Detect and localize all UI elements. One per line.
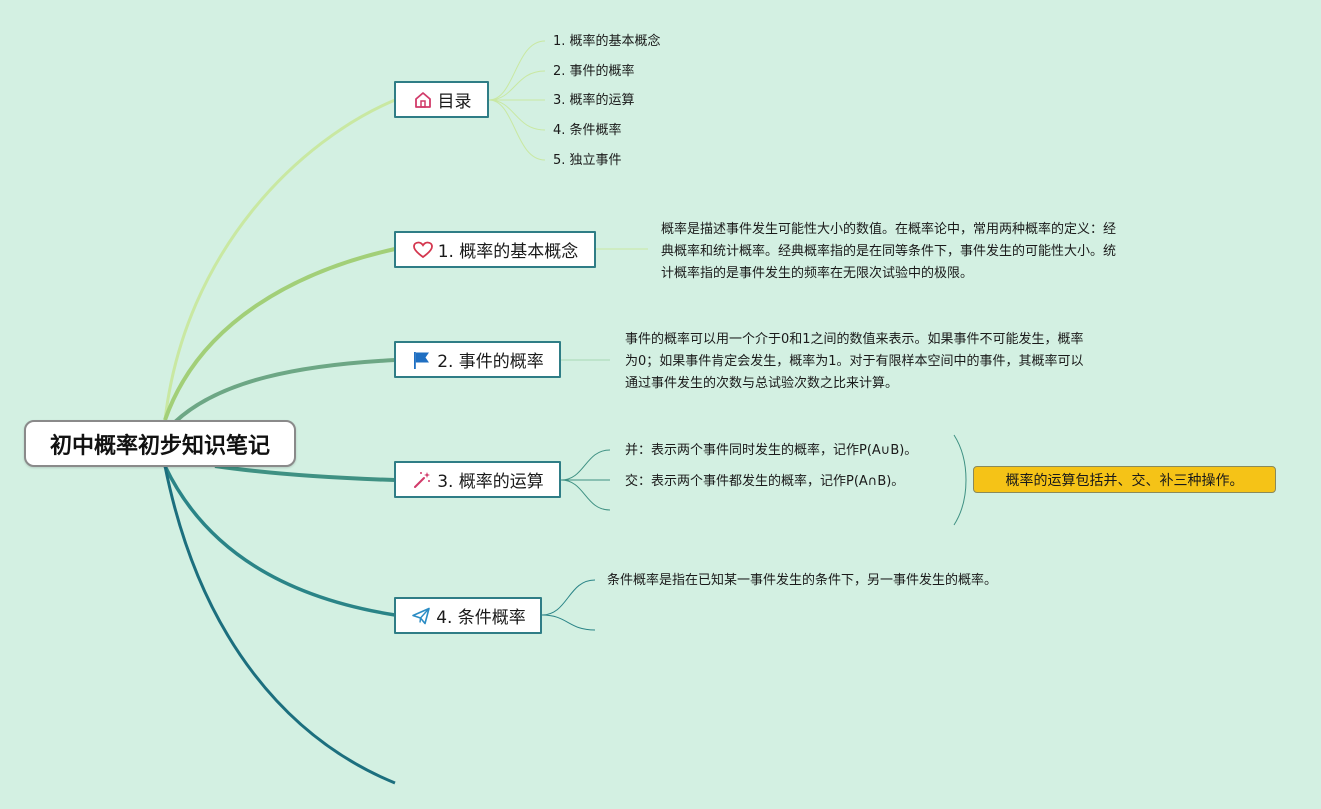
branch-line-topic2 [173, 358, 396, 424]
paper-plane-icon [410, 606, 432, 626]
toc-link-4 [488, 99, 546, 131]
toc-item-1[interactable]: 1. 概率的基本概念 [553, 34, 661, 49]
heart-icon [412, 240, 434, 260]
toc-item-4[interactable]: 4. 条件概率 [553, 123, 622, 138]
toc-link-2 [488, 70, 546, 101]
branch-line-empty [163, 465, 396, 785]
topic4-link-definition [541, 579, 596, 616]
topic3-label: 3. 概率的运算 [437, 472, 544, 492]
topic2-label: 2. 事件的概率 [437, 352, 544, 372]
root-title: 初中概率初步知识笔记 [49, 433, 270, 459]
toc-label: 目录 [437, 92, 472, 112]
topic3-intersection[interactable]: 交：表示两个事件都发生的概率，记作P(A∩B)。 [625, 474, 905, 489]
toc-node[interactable]: 目录 [394, 81, 489, 118]
flag-icon [411, 350, 433, 370]
topic3-union[interactable]: 并：表示两个事件同时发生的概率，记作P(A∪B)。 [625, 443, 918, 458]
topic3-summary[interactable]: 概率的运算包括并、交、补三种操作。 [973, 466, 1276, 493]
topic1-node[interactable]: 1. 概率的基本概念 [394, 231, 596, 268]
topic1-label: 1. 概率的基本概念 [437, 242, 579, 262]
toc-item-3[interactable]: 3. 概率的运算 [553, 93, 635, 108]
topic2-description: 事件的概率可以用一个介于0和1之间的数值来表示。如果事件不可能发生，概率 为0；… [625, 329, 1084, 395]
toc-item-2[interactable]: 2. 事件的概率 [553, 64, 635, 79]
home-icon [412, 90, 434, 110]
magic-wand-icon [411, 470, 433, 490]
topic3-link-union [560, 449, 611, 481]
topic2-line-1: 事件的概率可以用一个介于0和1之间的数值来表示。如果事件不可能发生，概率 [625, 332, 1084, 347]
branch-line-toc [163, 98, 396, 421]
topic1-line-2: 典概率和统计概率。经典概率指的是在同等条件下，事件发生的可能性大小。统 [661, 244, 1117, 259]
topic3-link-empty [560, 479, 611, 511]
topic2-line-2: 为0；如果事件肯定会发生，概率为1。对于有限样本空间中的事件，其概率可以 [625, 354, 1084, 369]
toc-link-5 [488, 99, 546, 161]
topic3-summary-text: 概率的运算包括并、交、补三种操作。 [1005, 472, 1244, 489]
topic4-node[interactable]: 4. 条件概率 [394, 597, 542, 634]
root-topic[interactable]: 初中概率初步知识笔记 [24, 420, 296, 467]
topic2-node[interactable]: 2. 事件的概率 [394, 341, 561, 378]
topic1-description: 概率是描述事件发生可能性大小的数值。在概率论中，常用两种概率的定义：经 典概率和… [661, 219, 1116, 285]
topic2-line-3: 通过事件发生的次数与总试验次数之比来计算。 [625, 376, 899, 391]
topic1-line-3: 计概率指的是事件发生的频率在无限次试验中的极限。 [661, 266, 974, 281]
toc-link-1 [488, 40, 546, 101]
summary-bracket [953, 434, 967, 526]
toc-item-5[interactable]: 5. 独立事件 [553, 153, 622, 168]
topic4-link-empty [541, 614, 596, 631]
topic4-label: 4. 条件概率 [436, 608, 526, 628]
branch-line-topic1 [163, 247, 396, 421]
topic3-node[interactable]: 3. 概率的运算 [394, 461, 561, 498]
branch-line-topic3 [214, 464, 396, 482]
branch-line-topic4 [163, 465, 396, 617]
topic4-definition[interactable]: 条件概率是指在已知某一事件发生的条件下，另一事件发生的概率。 [607, 573, 998, 588]
topic1-line-1: 概率是描述事件发生可能性大小的数值。在概率论中，常用两种概率的定义：经 [661, 222, 1117, 237]
